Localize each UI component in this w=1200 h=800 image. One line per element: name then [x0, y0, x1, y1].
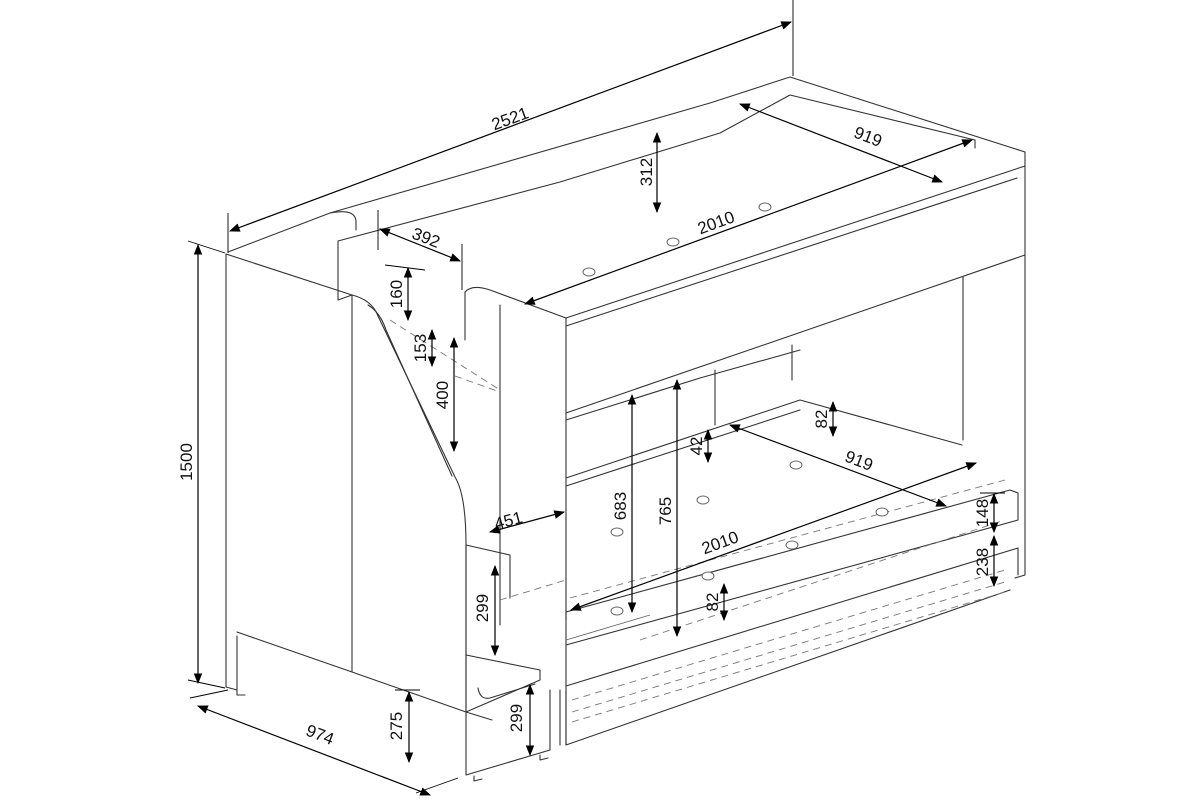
dim-1500-label: 1500: [177, 443, 196, 481]
dim-919-low-label: 919: [842, 447, 875, 475]
dim-153-label: 153: [411, 334, 430, 362]
dim-312-label: 312: [637, 158, 656, 186]
dim-42-label: 42: [687, 437, 706, 456]
dim-148-label: 148: [973, 499, 992, 527]
dim-299-drawer-label: 299: [507, 704, 526, 732]
dim-299-step-label: 299: [473, 594, 492, 622]
dim-160-label: 160: [387, 280, 406, 308]
dim-238-label: 238: [973, 548, 992, 576]
dim-683-label: 683: [611, 492, 630, 520]
bed-outline: [225, 76, 1026, 782]
dim-82-lower-label: 82: [703, 593, 722, 612]
dim-974-label: 974: [303, 721, 336, 749]
dim-82-upper-label: 82: [812, 410, 831, 429]
dim-2521-label: 2521: [489, 103, 531, 134]
dim-392-label: 392: [409, 224, 442, 252]
dim-919-top-label: 919: [851, 123, 884, 151]
dimension-lines: [187, 0, 1005, 796]
dim-765-label: 765: [656, 497, 675, 525]
dim-275-label: 275: [387, 712, 406, 740]
dim-400-label: 400: [433, 381, 452, 409]
dim-451-label: 451: [492, 508, 524, 534]
